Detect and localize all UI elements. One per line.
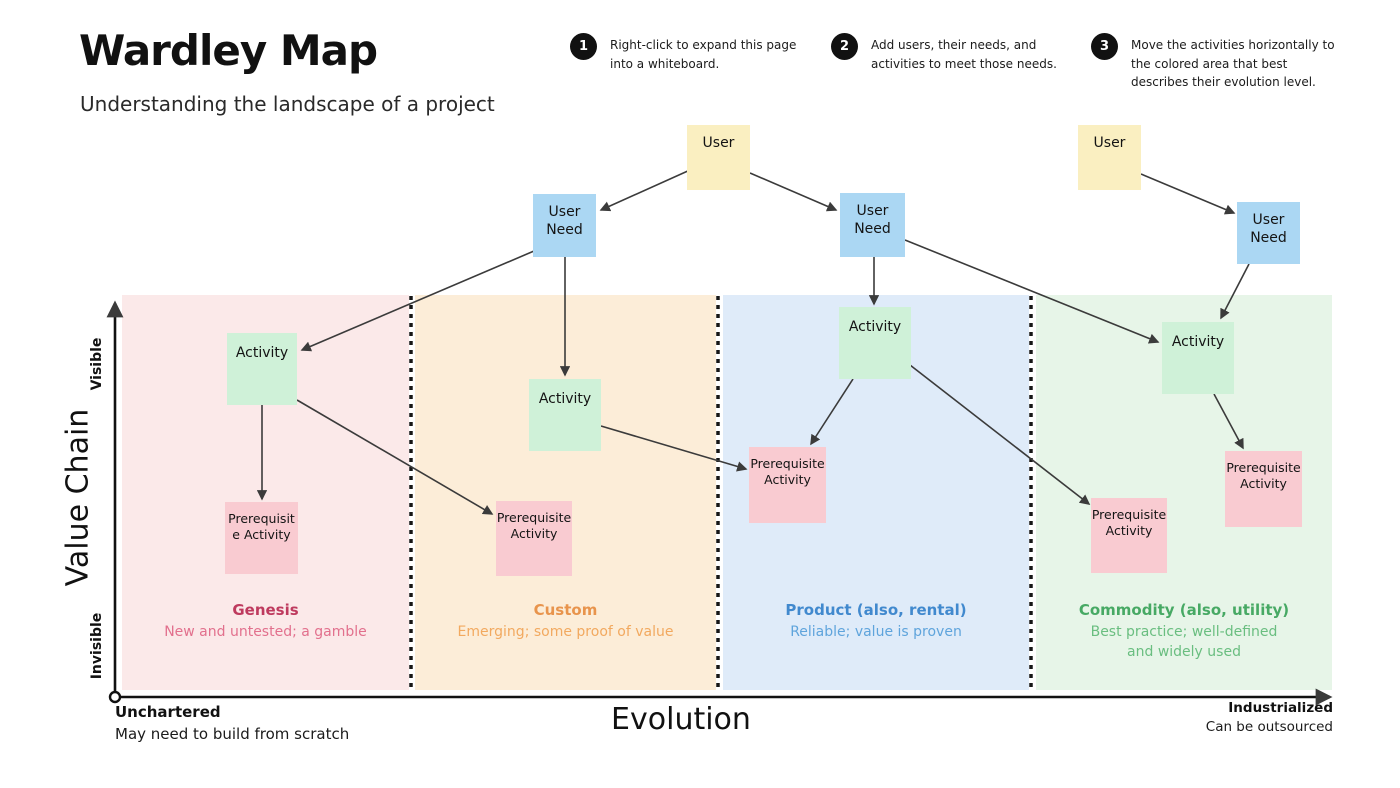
y-axis-top-label: Visible	[89, 337, 105, 391]
step-number-badge: 1	[570, 33, 597, 60]
instruction-step-2: 2 Add users, their needs, and activities…	[831, 33, 1083, 73]
page-title: Wardley Map	[79, 26, 378, 75]
x-left-subtitle: May need to build from scratch	[115, 725, 350, 743]
sticky-note-user[interactable]: User	[1078, 125, 1141, 190]
x-axis-left-endpoint: Unchartered May need to build from scrat…	[115, 703, 349, 743]
step-number-badge: 2	[831, 33, 858, 60]
sticky-note-user[interactable]: User	[687, 125, 750, 190]
step-text: Right-click to expand this page into a w…	[610, 38, 797, 71]
page-subtitle: Understanding the landscape of a project	[80, 92, 495, 116]
sticky-note-prerequisite-activity[interactable]: Prerequisite Activity	[1225, 451, 1302, 527]
column-title: Product (also, rental)	[785, 601, 967, 619]
sticky-note-activity[interactable]: Activity	[839, 307, 911, 379]
column-custom: Custom Emerging; some proof of value	[415, 295, 716, 690]
sticky-note-prerequisite-activity[interactable]: Prerequisite Activity	[749, 447, 826, 523]
sticky-note-prerequisite-activity[interactable]: Prerequisite Activity	[496, 501, 572, 576]
column-subtitle: Best practice; well-defined and widely u…	[1090, 624, 1278, 660]
y-axis-label: Value Chain	[60, 408, 96, 587]
sticky-note-activity[interactable]: Activity	[1162, 322, 1234, 394]
x-right-subtitle: Can be outsourced	[1205, 719, 1333, 735]
sticky-note-prerequisite-activity[interactable]: Prerequisit e Activity	[225, 502, 298, 574]
sticky-note-user-need[interactable]: User Need	[533, 194, 596, 257]
column-title: Commodity (also, utility)	[1078, 601, 1290, 619]
column-label-commodity: Commodity (also, utility) Best practice;…	[1054, 601, 1314, 662]
sticky-note-activity[interactable]: Activity	[227, 333, 297, 405]
column-subtitle: Emerging; some proof of value	[457, 624, 674, 640]
sticky-note-prerequisite-activity[interactable]: Prerequisite Activity	[1091, 498, 1167, 573]
column-subtitle: Reliable; value is proven	[790, 624, 962, 640]
column-label-genesis: Genesis New and untested; a gamble	[136, 601, 396, 643]
sticky-note-user-need[interactable]: User Need	[840, 193, 905, 257]
column-title: Custom	[533, 601, 598, 619]
instruction-step-1: 1 Right-click to expand this page into a…	[570, 33, 822, 73]
instruction-step-3: 3 Move the activities horizontally to th…	[1091, 33, 1343, 92]
step-text: Add users, their needs, and activities t…	[871, 38, 1057, 71]
sticky-note-activity[interactable]: Activity	[529, 379, 601, 451]
sticky-note-user-need[interactable]: User Need	[1237, 202, 1300, 264]
column-subtitle: New and untested; a gamble	[164, 624, 367, 640]
x-axis-right-endpoint: Industrialized Can be outsourced	[1206, 700, 1333, 735]
x-left-title: Unchartered	[115, 703, 221, 721]
x-axis-label: Evolution	[611, 702, 751, 737]
column-title: Genesis	[232, 601, 299, 619]
y-axis-bottom-label: Invisible	[89, 612, 105, 680]
step-text: Move the activities horizontally to the …	[1131, 38, 1335, 90]
step-number-badge: 3	[1091, 33, 1118, 60]
axis-origin-marker	[108, 690, 122, 704]
column-label-custom: Custom Emerging; some proof of value	[436, 601, 696, 643]
column-label-product: Product (also, rental) Reliable; value i…	[746, 601, 1006, 643]
x-right-title: Industrialized	[1228, 700, 1333, 716]
